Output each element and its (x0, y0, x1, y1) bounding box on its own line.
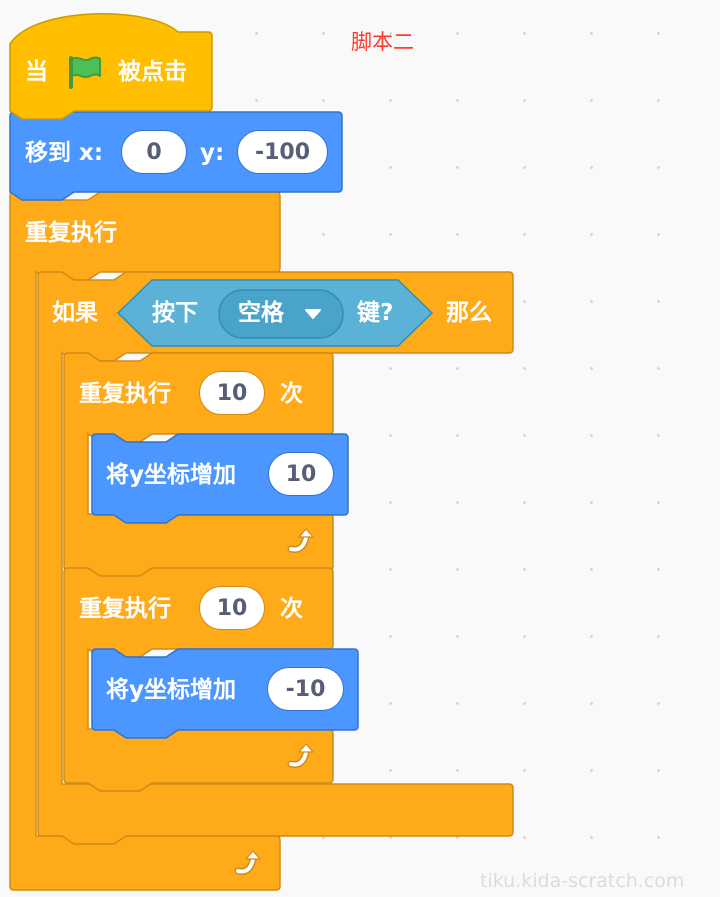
hat-prefix-label: 当 (25, 59, 48, 85)
goto-x-input[interactable]: 0 (121, 130, 187, 174)
change-y-2-label: 将y坐标增加 (106, 677, 236, 703)
repeat-2-suffix-label: 次 (280, 596, 303, 622)
forever-label: 重复执行 (25, 220, 117, 246)
loop-arrow-icon (287, 743, 314, 768)
change-y-1-label: 将y坐标增加 (106, 462, 236, 488)
repeat-2-label: 重复执行 (79, 596, 171, 622)
forever-block[interactable] (9, 191, 281, 891)
green-flag-icon (69, 56, 101, 89)
dropdown-arrow-icon (305, 309, 321, 319)
key-dropdown[interactable] (218, 289, 344, 339)
repeat-2-count-input[interactable]: 10 (199, 586, 265, 630)
change-y-2-value-input[interactable]: -10 (267, 667, 344, 711)
hat-suffix-label: 被点击 (118, 59, 187, 85)
key-pressed-suffix-label: 键? (357, 300, 394, 326)
hat-block[interactable] (9, 13, 213, 120)
if-block[interactable] (37, 271, 514, 845)
loop-arrow-icon (234, 850, 261, 875)
repeat-1-suffix-label: 次 (280, 381, 303, 407)
loop-arrow-icon (287, 528, 314, 553)
change-y-1-value-input[interactable]: 10 (268, 452, 334, 496)
repeat-1-count-input[interactable]: 10 (199, 371, 265, 415)
script-label: 脚本二 (351, 30, 414, 54)
watermark: tiku.kida-scratch.com (480, 870, 685, 892)
goto-label: 移到 x: (25, 140, 104, 166)
goto-y-label: y: (200, 140, 225, 166)
if-then-label: 那么 (446, 300, 492, 326)
repeat-1-label: 重复执行 (79, 381, 171, 407)
key-pressed-prefix-label: 按下 (152, 300, 198, 326)
goto-y-input[interactable]: -100 (237, 130, 328, 174)
key-dropdown-value: 空格 (238, 300, 284, 326)
if-label: 如果 (52, 300, 98, 326)
